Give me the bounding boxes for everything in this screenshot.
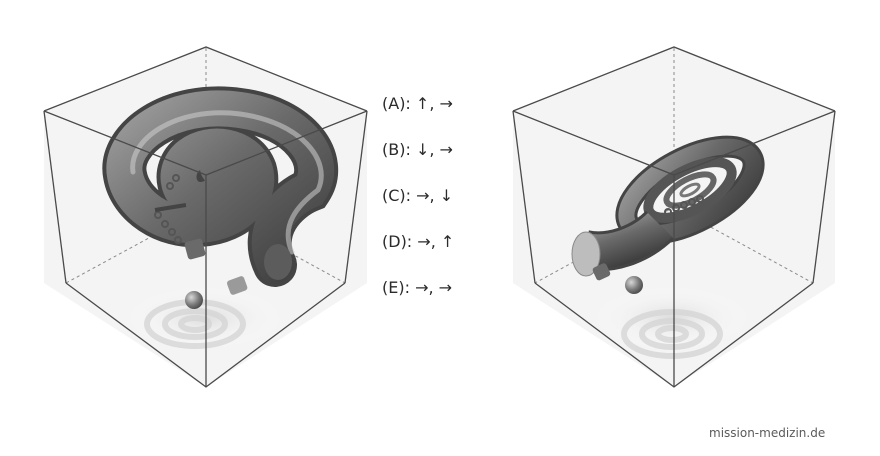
option-e[interactable]: (E): →, → xyxy=(382,278,453,297)
cube-right xyxy=(512,46,836,388)
cube-right-edges xyxy=(512,46,836,388)
cube-left xyxy=(43,46,368,388)
answer-options: (A): ↑, → (B): ↓, → (C): →, ↓ (D): →, ↑ … xyxy=(382,92,454,300)
option-d[interactable]: (D): →, ↑ xyxy=(382,232,455,251)
spiral-object-right xyxy=(571,135,765,294)
spiral-object-left xyxy=(102,86,339,309)
cube-left-edges xyxy=(43,46,368,388)
option-b[interactable]: (B): ↓, → xyxy=(382,140,453,159)
option-c[interactable]: (C): →, ↓ xyxy=(382,186,454,205)
watermark: mission-medizin.de xyxy=(709,426,826,440)
cube-right-reflection xyxy=(621,309,723,359)
option-a[interactable]: (A): ↑, → xyxy=(382,94,453,113)
